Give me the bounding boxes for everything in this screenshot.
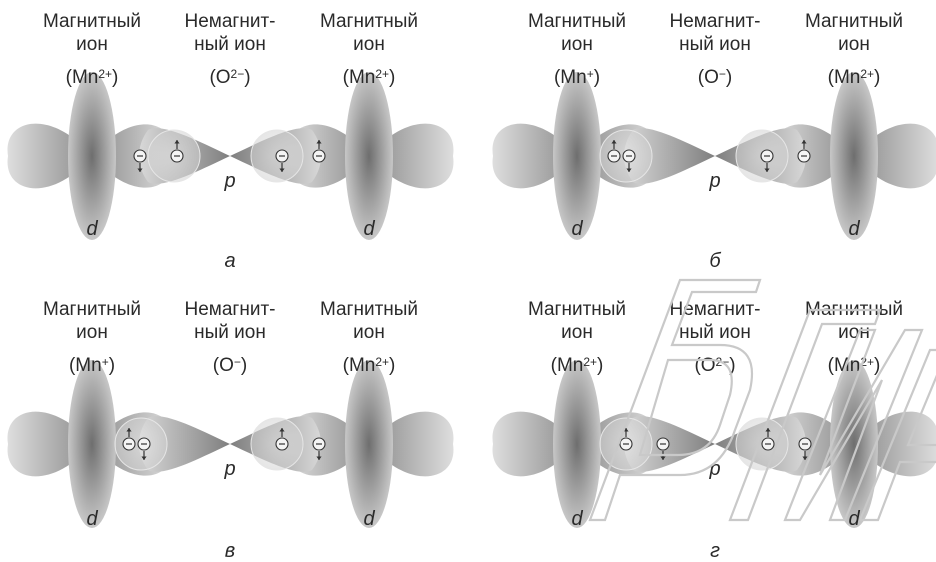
d-orbital-right-vertical-lobe [345,72,393,240]
ion-formula: (Mn2+) [342,355,396,376]
orbital-label-d: d [571,508,583,530]
ion-formula: (O−) [697,67,733,88]
spin-down-icon [141,456,147,460]
electron-0 [607,140,621,163]
d-orbital-left-vertical-lobe [553,360,601,528]
ion-formula: (Mn2+) [342,67,396,88]
orbital-label-p: p [224,170,236,192]
label-middle-ion: Немагнит-ный ион [184,11,276,55]
orbital-label-d: d [848,508,860,530]
panel-3 [492,360,936,528]
spin-down-icon [626,168,632,172]
ion-formula: (O2−) [209,67,251,88]
electron-1 [137,437,151,460]
label-middle-ion: Немагнит-ный ион [184,299,276,343]
electron-3 [312,437,326,460]
panel-letter: а [224,250,236,272]
electron-2 [275,428,289,451]
orbital-label-d: d [363,508,375,530]
panel-0 [7,72,454,240]
spin-up-icon [279,428,285,432]
spin-up-icon [801,140,807,144]
spin-down-icon [279,168,285,172]
orbital-label-d: d [86,218,98,240]
spin-down-icon [137,168,143,172]
d-orbital-left-vertical-lobe [553,72,601,240]
ion-formula: (Mn+) [553,67,601,88]
ion-formula: (Mn2+) [65,67,119,88]
panel-2 [7,360,454,528]
ion-formula: (O2−) [694,355,736,376]
d-orbital-left-vertical-lobe [68,72,116,240]
orbital-label-d: d [86,508,98,530]
orbital-label-p: p [224,458,236,480]
orbital-label-d: d [363,218,375,240]
label-middle-ion: Немагнит-ный ион [669,299,761,343]
ion-formula: (Mn2+) [827,67,881,88]
orbital-label-p: p [709,170,721,192]
spin-down-icon [764,168,770,172]
electron-0 [122,428,136,451]
d-orbital-left-vertical-lobe [68,360,116,528]
ion-formula: (Mn+) [68,355,116,376]
electron-1 [170,140,184,163]
electron-1 [622,149,636,172]
electron-0 [133,149,147,172]
spin-down-icon [316,456,322,460]
panel-letter: б [709,250,721,272]
panel-1 [492,72,936,240]
orbital-label-p: p [709,458,721,480]
panel-letter: в [224,540,236,562]
orbital-label-d: d [848,218,860,240]
spin-up-icon [174,140,180,144]
d-orbital-right-vertical-lobe [830,360,878,528]
label-middle-ion: Немагнит-ный ион [669,11,761,55]
d-orbital-right-vertical-lobe [830,72,878,240]
spin-up-icon [611,140,617,144]
electron-2 [275,149,289,172]
electron-3 [312,140,326,163]
d-orbital-right-vertical-lobe [345,360,393,528]
spin-up-icon [316,140,322,144]
electron-2 [760,149,774,172]
spin-up-icon [126,428,132,432]
ion-formula: (Mn2+) [827,355,881,376]
ion-formula: (O−) [212,355,248,376]
orbital-label-d: d [571,218,583,240]
panel-letter: г [710,540,720,562]
electron-3 [797,140,811,163]
ion-formula: (Mn2+) [550,355,604,376]
